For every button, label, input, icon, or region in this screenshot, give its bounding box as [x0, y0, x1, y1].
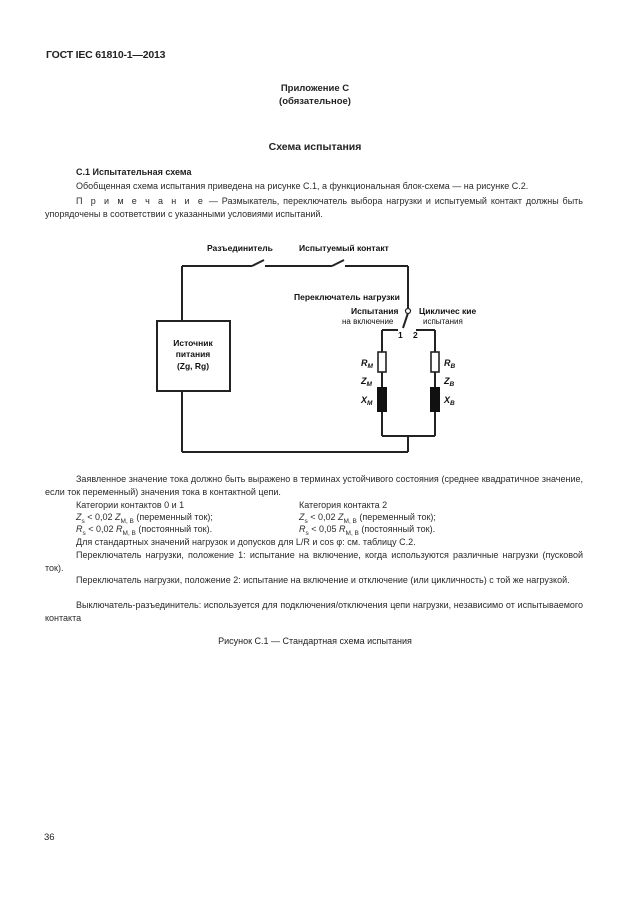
label-disconnector: Разъединитель — [207, 243, 273, 253]
inductor-xb-icon — [430, 387, 440, 412]
category-left-dc: Rs < 0,02 RM, B (постоянный ток). — [76, 524, 213, 537]
disconnector-switch-icon — [251, 259, 265, 267]
label-zm: ZM — [360, 376, 373, 388]
label-rm: RM — [361, 358, 374, 370]
note-text: — Размыкатель, переключатель выбора нагр… — [45, 196, 583, 219]
subsection-title: С.1 Испытательная схема — [76, 167, 192, 177]
category-right-title: Категория контакта 2 — [299, 500, 388, 510]
section-title: Схема испытания — [268, 141, 362, 153]
category-right-ac: Zs < 0,02 ZM, B (переменный ток); — [299, 512, 436, 525]
category-left-title: Категории контактов 0 и 1 — [76, 500, 185, 510]
label-source-1: Источник — [173, 338, 213, 348]
label-position-1: 1 — [398, 330, 403, 340]
load-switch-blade-icon — [402, 312, 409, 329]
inductor-xm-icon — [377, 387, 387, 412]
disconnector-paragraph: Выключатель-разъединитель: используется … — [45, 600, 583, 623]
label-source-3: (Zg, Rg) — [177, 361, 209, 371]
label-source-2: питания — [176, 349, 211, 359]
label-xm: XM — [360, 395, 373, 407]
load-switch-pivot-icon — [404, 307, 412, 315]
annex-status: (обязательное) — [279, 96, 351, 107]
label-zb: ZB — [443, 376, 455, 388]
intro-paragraph: Обобщенная схема испытания приведена на … — [76, 181, 529, 191]
label-rb: RB — [444, 358, 456, 370]
label-position-2: 2 — [413, 330, 418, 340]
standard-code: ГОСТ IEC 61810-1—2013 — [46, 49, 166, 61]
test-contact-switch-icon — [331, 259, 345, 267]
label-make-test-1: Испытания — [351, 306, 398, 316]
power-source-box — [156, 320, 231, 392]
position-2-paragraph: Переключатель нагрузки, положение 2: исп… — [76, 575, 570, 585]
standard-loads-paragraph: Для стандартных значений нагрузок и допу… — [76, 537, 416, 547]
label-load-switch: Переключатель нагрузки — [294, 292, 400, 302]
rated-current-paragraph: Заявленное значение тока должно быть выр… — [45, 474, 583, 497]
category-left-ac: Zs < 0,02 ZM, B (переменный ток); — [76, 512, 213, 525]
category-right-dc: Rs < 0,05 RM, B (постоянный ток). — [299, 524, 436, 537]
annex-title: Приложение С — [280, 83, 350, 94]
label-xb: XB — [443, 395, 455, 407]
note-label: П р и м е ч а н и е — [76, 196, 206, 206]
resistor-rm-icon — [377, 351, 387, 373]
page-number: 36 — [44, 832, 55, 843]
label-cyclic-2: испытания — [423, 317, 463, 326]
position-1-paragraph: Переключатель нагрузки, положение 1: исп… — [45, 550, 583, 573]
note-paragraph: П р и м е ч а н и е — Размыкатель, перек… — [45, 195, 583, 220]
annex-heading: Приложение С (обязательное) — [0, 82, 630, 108]
test-circuit-diagram: Разъединитель Испытуемый контакт Переклю… — [156, 243, 477, 453]
label-make-test-2: на включение — [342, 317, 394, 326]
label-cyclic-1: Цикличес кие — [419, 306, 477, 316]
resistor-rb-icon — [430, 351, 440, 373]
figure-caption: Рисунок С.1 — Стандартная схема испытани… — [218, 636, 412, 646]
label-test-contact: Испытуемый контакт — [299, 243, 389, 253]
